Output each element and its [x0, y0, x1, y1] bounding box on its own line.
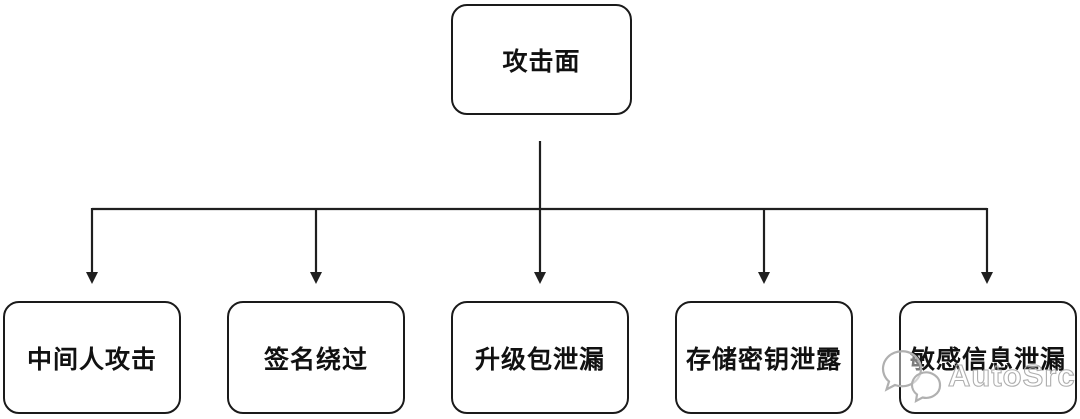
arrow-down-icon: [981, 272, 993, 284]
arrow-down-icon: [86, 272, 98, 284]
node-stored-key-leak: 存储密钥泄露: [675, 301, 853, 414]
node-label: 签名绕过: [263, 345, 368, 374]
node-label: 存储密钥泄露: [685, 345, 842, 374]
node-label: 中间人攻击: [26, 345, 157, 374]
node-attack-surface: 攻击面: [451, 4, 632, 115]
node-mitm-attack: 中间人攻击: [3, 301, 181, 414]
node-label: 敏感信息泄漏: [909, 345, 1066, 374]
node-sensitive-info-leak: 敏感信息泄漏: [899, 301, 1077, 414]
arrow-down-icon: [758, 272, 770, 284]
node-label: 升级包泄漏: [474, 345, 605, 374]
node-signature-bypass: 签名绕过: [227, 301, 405, 414]
node-label: 攻击面: [502, 47, 581, 76]
arrow-down-icon: [310, 272, 322, 284]
node-upgrade-package-leak: 升级包泄漏: [451, 301, 629, 414]
arrow-down-icon: [534, 272, 546, 284]
